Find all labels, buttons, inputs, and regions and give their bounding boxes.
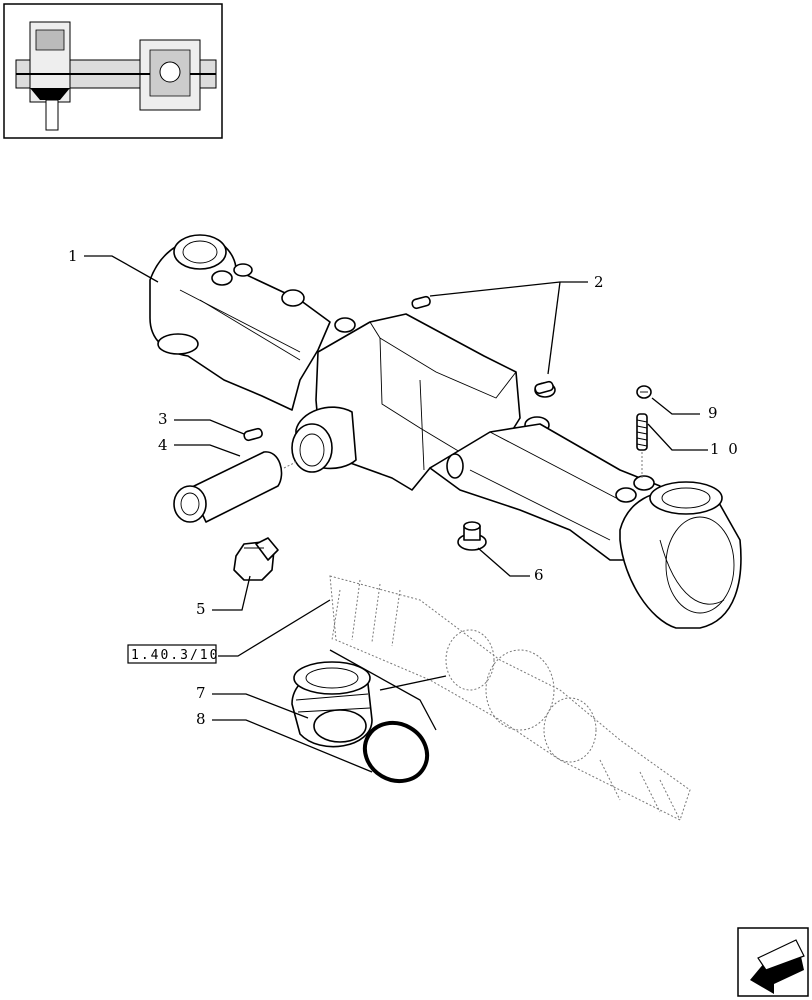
- overview-thumbnail[interactable]: [3, 3, 223, 139]
- callout-8: 8: [196, 710, 208, 728]
- filler-plug: [457, 521, 487, 551]
- section-reference-label: 1.40.3/10: [131, 648, 219, 663]
- callout-4: 4: [158, 436, 170, 454]
- seal-ring: [291, 661, 373, 748]
- axle-housing: [149, 234, 742, 629]
- callout-3: 3: [158, 410, 170, 428]
- callout-1: 1: [68, 247, 80, 265]
- callout-10: 1 0: [710, 440, 740, 458]
- callout-6: 6: [534, 566, 546, 584]
- bushing-sleeve: [173, 451, 297, 523]
- spring-pin-upper: [411, 295, 431, 310]
- cap-screw: [636, 385, 652, 399]
- drain-plug: [233, 537, 279, 581]
- callout-9: 9: [708, 404, 720, 422]
- o-ring: [362, 720, 430, 784]
- leader-lines: [84, 255, 708, 773]
- drive-shaft-ghost: [329, 575, 691, 821]
- callout-5: 5: [196, 600, 208, 618]
- dowel-pin: [243, 427, 263, 442]
- stud-bolt: [636, 413, 648, 480]
- back-arrow-icon[interactable]: [737, 927, 809, 997]
- section-reference-link[interactable]: 1.40.3/10: [127, 644, 219, 664]
- callout-2: 2: [594, 273, 606, 291]
- thumbnail-axle-sketch: [15, 21, 217, 131]
- callout-7: 7: [196, 684, 208, 702]
- spring-pin-lower: [534, 380, 554, 395]
